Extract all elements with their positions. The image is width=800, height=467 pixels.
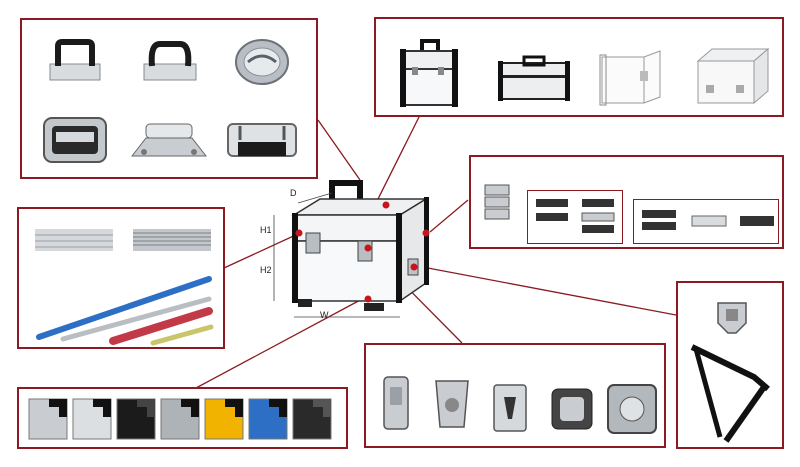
lock-tall-icon <box>383 376 409 430</box>
strap-buckle-icon <box>717 302 747 334</box>
strap-panel <box>676 281 784 449</box>
case-toolbox-icon <box>400 39 458 107</box>
dimension-d-label: D <box>290 188 297 198</box>
case-open-frame-icon <box>599 50 661 106</box>
dimension-h1-label: H1 <box>260 225 272 235</box>
shoulder-strap-icon <box>690 344 770 443</box>
profile-flat-silver-icon <box>35 229 113 251</box>
hinge-piano-icon <box>642 210 774 230</box>
dimension-w-label: W <box>320 310 329 320</box>
hinge-piano-box <box>633 199 779 244</box>
profiles-panel <box>17 207 225 349</box>
locks-panel <box>364 343 666 448</box>
case-styles-panel <box>374 17 784 117</box>
main-case-icon <box>273 180 430 318</box>
hinge-strip-icon <box>536 199 615 233</box>
handle-chrome-fold-icon <box>227 123 297 157</box>
hinges-panel <box>469 155 784 249</box>
profile-ribbed-silver-icon <box>133 229 211 251</box>
handle-chrome-spring-icon <box>130 123 208 157</box>
handle-black-bracket-icon <box>143 41 197 81</box>
handle-black-flat-icon <box>49 39 101 81</box>
case-briefcase-icon <box>498 55 570 101</box>
profile-colored-rails-icon <box>36 276 214 346</box>
hinge-stacked-icon <box>484 184 510 220</box>
corner-swatches-icon <box>28 398 332 440</box>
corners-panel <box>17 387 348 449</box>
hinge-strip-box <box>527 190 623 244</box>
dimension-h2-label: H2 <box>260 265 272 275</box>
lock-square-icon <box>551 388 593 430</box>
lock-draw-icon <box>493 384 527 432</box>
case-cube-icon <box>696 47 770 105</box>
lock-keyed-icon <box>435 380 469 428</box>
handles-panel <box>20 18 318 179</box>
handle-recessed-latch-icon <box>43 117 107 163</box>
lock-butterfly-icon <box>607 384 657 434</box>
handle-recessed-dish-icon <box>235 39 289 85</box>
